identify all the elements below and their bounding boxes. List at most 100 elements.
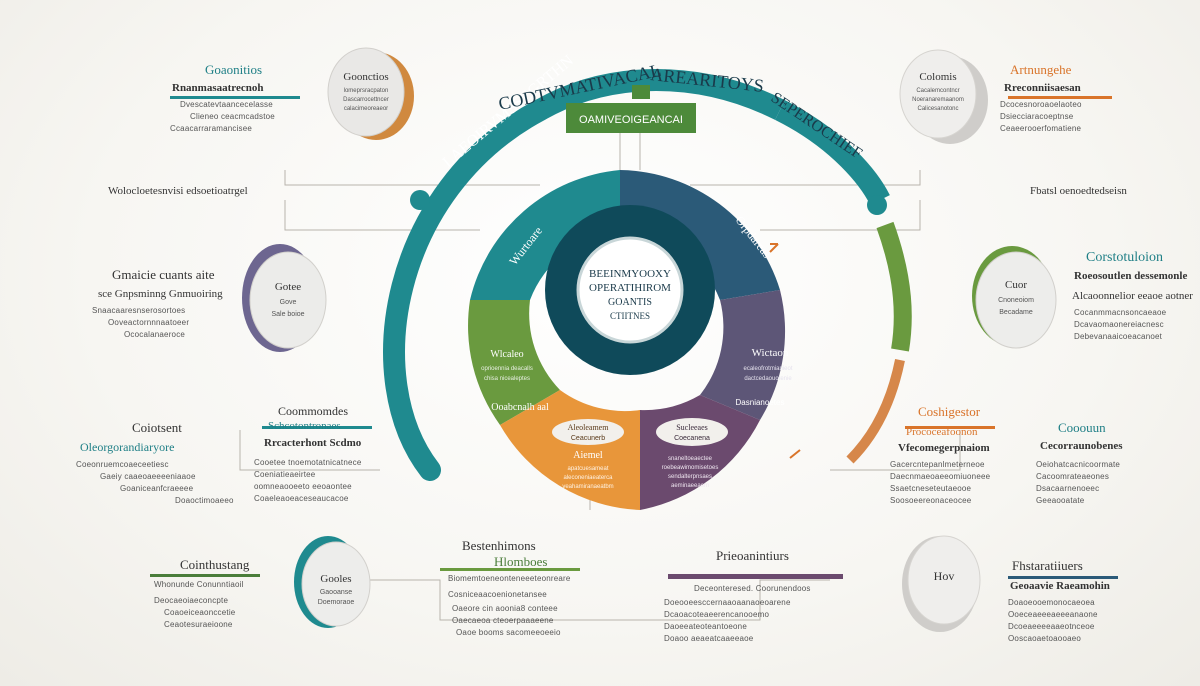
mid-right-sub2: Alcaoonnelior eeaoe aotner: [1072, 290, 1193, 302]
bubble-mid-right-line: Becadame: [999, 309, 1033, 316]
top-left-line: Ccaacarraramancisee: [170, 124, 253, 133]
bar-teal: [262, 426, 372, 429]
bubble-top-left-line: calacimeoreaeor: [344, 106, 388, 112]
row-right2-line: Oeiohatcacnicoormate: [1036, 460, 1121, 469]
arc-text-right: SEPEROCHIEF: [768, 89, 865, 162]
bubble-top-right-line: Calicesanotonc: [917, 106, 958, 112]
ring-segment-teal: [470, 170, 620, 300]
center-circle-inner: [576, 236, 684, 344]
row-left2-title: Coommomdes: [278, 404, 349, 418]
row-right2-title: Cooouun: [1058, 420, 1106, 435]
bottom-left-sub: Whonunde Conunntiaoil: [154, 580, 244, 589]
top-banner-label: OAMIVEOIGEANCAI: [579, 114, 683, 126]
segment-green-line: oprioennia deacalls: [481, 366, 533, 372]
arrow-icon: [789, 449, 801, 459]
bottom-right-line: Ooscaoaetoaooaeo: [1008, 634, 1082, 643]
segment-green-line: chisa nicealeptes: [484, 376, 530, 382]
row-right-sub: Prococeafoonon: [906, 426, 978, 438]
segment-orange-title: Aleoleamem: [568, 423, 610, 432]
bubble-bottom-left-line: Doemoraoe: [318, 599, 355, 606]
row-right-line: Ssaetcneseteutaeooe: [890, 484, 972, 493]
ring-segment-navy: [620, 170, 780, 300]
outer-arc-right-green: [876, 221, 912, 352]
bubble-bottom-left-label: Gooles: [320, 573, 351, 585]
mid-right-title: Corstotuloion: [1086, 250, 1164, 265]
left-float-label: Wolocloetesnvisi edsoetioatrgel: [108, 185, 248, 197]
row-left-line: Goaniceanfcraeeee: [120, 484, 194, 493]
bubble-top-right-line: Cacalemcontncr: [916, 88, 959, 94]
bar-orange-top: [1008, 96, 1112, 99]
mid-left-line: Ococalanaeroce: [124, 330, 186, 339]
segment-plum-pill: [656, 418, 728, 446]
segment-orange-sub: Ceacunerb: [571, 435, 605, 442]
arc-cap-left: [410, 190, 430, 210]
segment-plum-line: roebeawimomisetoes: [662, 465, 719, 471]
mid-right-line: Cocanmmacnsoncaeaoe: [1074, 308, 1167, 317]
bubble-mid-right: [972, 246, 1057, 349]
bottom-mid2-sub: Deceonteresed. Coorunendoos: [694, 584, 811, 593]
mid-left-title: Gmaicie cuants aite: [112, 267, 215, 282]
segment-orange-title2: Aiemel: [573, 450, 603, 461]
segment-plum-line: aeminaeeaem: [671, 483, 709, 489]
top-left-line: Dvescatevtaancecelasse: [180, 100, 273, 109]
bottom-mid-line: Oaoe booms sacomeeoeeio: [456, 628, 561, 637]
top-right-sub: Rreconniisaesan: [1004, 82, 1081, 94]
bubble-top-left-line: Dascarrocettncer: [343, 97, 389, 103]
row-left-line: Doaoctimoaeeo: [175, 496, 234, 505]
row-right-line: Soosoeereonaceocee: [890, 496, 972, 505]
bottom-right-sub: Geoaavie Raeamohin: [1010, 580, 1110, 592]
mid-right-sub: Roeosoutlen dessemonle: [1074, 270, 1188, 282]
bar-plum: [668, 574, 843, 579]
top-banner-tab: [632, 85, 650, 99]
bottom-right-line: Doaoeooemonocaeoea: [1008, 598, 1095, 607]
mid-left-sub: sce Gnpsminng Gnmuoiring: [98, 288, 223, 300]
bottom-mid-line: Oaeore cin aoonia8 conteee: [452, 604, 558, 613]
bar-teal-top: [170, 96, 300, 99]
bubble-top-right: [899, 49, 988, 144]
row-left2-line: Cooetee tnoemotatnicatnece: [254, 458, 362, 467]
right-float-label: Fbatsl oenoedtedseisn: [1030, 185, 1127, 197]
row-left2-sub: Schcotontronaes: [268, 420, 341, 432]
bar-orange: [905, 426, 995, 429]
row-right-sub2: Vfecomegerpnaiom: [898, 442, 990, 454]
outer-arc-top: [534, 69, 785, 120]
outer-arc-left: [383, 99, 551, 481]
arc-cap-right: [867, 195, 887, 215]
mid-right-line: Dcavaomaonereiacnesc: [1074, 320, 1164, 329]
bottom-mid-line: Cosniceaacoenionetansee: [448, 590, 547, 599]
row-left2-line: Coeniatieaeirtee: [254, 470, 316, 479]
row-left-line: Coeonruemcoaeceetiesc: [76, 460, 169, 469]
top-right-line: Dsiecciaracoeptnse: [1000, 112, 1074, 121]
center-line-3: GOANTIS: [608, 297, 652, 308]
row-right2-line: Geeaooatate: [1036, 496, 1085, 505]
top-left-line: Clieneo ceacmcadstoe: [190, 112, 275, 121]
row-right-title: Coshigestor: [918, 404, 981, 419]
segment-orange-line: veahamiranaeatbm: [562, 484, 613, 490]
bottom-mid-title2: Hlomboes: [494, 554, 548, 569]
bottom-mid2-line: Dcaoacoteaeerencanooemo: [664, 610, 770, 619]
segment-plum-sub: Coecanena: [674, 435, 710, 442]
bubble-mid-right-line: Cnoneoiom: [998, 297, 1034, 304]
top-left-title: Goaonitios: [205, 62, 263, 77]
bottom-left-line: Ceaotesuraeioone: [164, 620, 233, 629]
mid-left-line: Ooveactornnnaatoeer: [108, 318, 190, 327]
ring-segment-orange: [500, 390, 640, 510]
top-left-sub: Rnanmasaatrecnoh: [172, 82, 264, 94]
top-right-title: Artnungehe: [1010, 62, 1072, 77]
segment-plum-line: sendalterpnsaes: [668, 474, 712, 480]
bubble-mid-right-label: Cuor: [1005, 279, 1027, 291]
bubble-mid-left: [242, 244, 327, 352]
bubble-bottom-left-line: Gaooanse: [320, 589, 352, 596]
segment-plum-title: Sucleeaes: [676, 423, 708, 432]
bubble-mid-left-label: Gotee: [275, 281, 301, 293]
bottom-mid2-title: Prieoanintiurs: [716, 548, 789, 563]
bottom-left-title: Cointhustang: [180, 557, 250, 572]
segment-plum-line: snaneltoeaectee: [668, 456, 713, 462]
row-right-line: Gacercntepanlmeterneoe: [890, 460, 985, 469]
bottom-mid-line: Oaecaeoa cteoerpaaaeene: [452, 616, 554, 625]
center-line-4: CTIITNES: [610, 311, 650, 321]
segment-purple-line: Dasnianoetes: [736, 398, 785, 407]
top-right-line: Ceaeerooerfomatiene: [1000, 124, 1082, 133]
bubble-top-right-line: Noeranaremaanom: [912, 97, 964, 103]
